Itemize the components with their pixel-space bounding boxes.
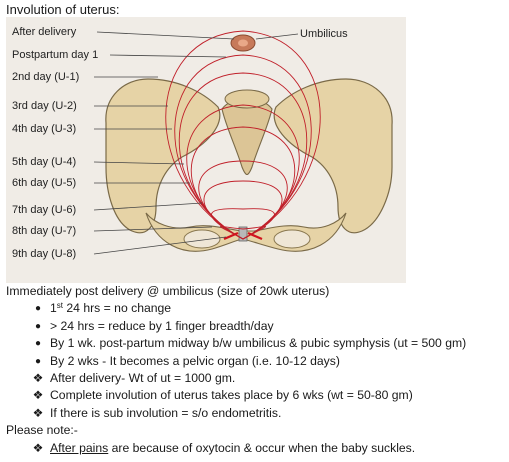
- uterus-involution-figure: After delivery Postpartum day 1 2nd day …: [6, 17, 406, 283]
- label-umbilicus: Umbilicus: [300, 28, 348, 40]
- intro-text: Immediately post delivery @ umbilicus (s…: [6, 284, 330, 298]
- bullet-icon: ●: [34, 355, 42, 367]
- bullet-list: ●1st 24 hrs = no change ●> 24 hrs = redu…: [6, 300, 506, 422]
- list-item: ❖After pains are because of oxytocin & o…: [6, 440, 506, 457]
- cervix-marks: [223, 231, 263, 241]
- page-title: Involution of uterus:: [6, 2, 120, 17]
- pelvis-illustration: [93, 30, 393, 255]
- label-2nd-day: 2nd day (U-1): [12, 71, 80, 83]
- fundal-level-curves: [165, 30, 321, 240]
- bullet-icon: ●: [34, 303, 42, 315]
- label-9th-day: 9th day (U-8): [12, 248, 77, 260]
- bullet-icon: ●: [34, 320, 42, 332]
- label-3rd-day: 3rd day (U-2): [12, 100, 77, 112]
- diamond-bullet-icon: ❖: [32, 388, 44, 403]
- list-item: ❖If there is sub involution = s/o endome…: [6, 405, 506, 422]
- label-leader-lines: [93, 31, 299, 255]
- bullet-icon: ●: [34, 338, 42, 350]
- diamond-bullet-icon: ❖: [32, 371, 44, 386]
- diamond-bullet-icon: ❖: [32, 440, 44, 455]
- list-item: ❖Complete involution of uterus takes pla…: [6, 387, 506, 404]
- note-list: ❖After pains are because of oxytocin & o…: [6, 440, 506, 457]
- label-postpartum-day-1: Postpartum day 1: [12, 49, 99, 61]
- label-7th-day: 7th day (U-6): [12, 204, 77, 216]
- note-heading: Please note:-: [6, 423, 78, 438]
- label-6th-day: 6th day (U-5): [12, 177, 77, 189]
- list-item: ●1st 24 hrs = no change: [6, 300, 506, 317]
- list-item: ●By 1 wk. post-partum midway b/w umbilic…: [6, 335, 506, 352]
- label-4th-day: 4th day (U-3): [12, 123, 77, 135]
- diamond-bullet-icon: ❖: [32, 405, 44, 420]
- list-item: ❖After delivery- Wt of ut = 1000 gm.: [6, 370, 506, 387]
- label-8th-day: 8th day (U-7): [12, 225, 77, 237]
- after-pains-term: After pains: [50, 440, 109, 455]
- label-5th-day: 5th day (U-4): [12, 156, 77, 168]
- list-item: ●> 24 hrs = reduce by 1 finger breadth/d…: [6, 318, 506, 335]
- label-after-delivery: After delivery: [12, 26, 77, 38]
- notes-section: Immediately post delivery @ umbilicus (s…: [6, 283, 506, 457]
- list-item: ●By 2 wks - It becomes a pelvic organ (i…: [6, 353, 506, 370]
- pelvis-bones: [105, 78, 393, 252]
